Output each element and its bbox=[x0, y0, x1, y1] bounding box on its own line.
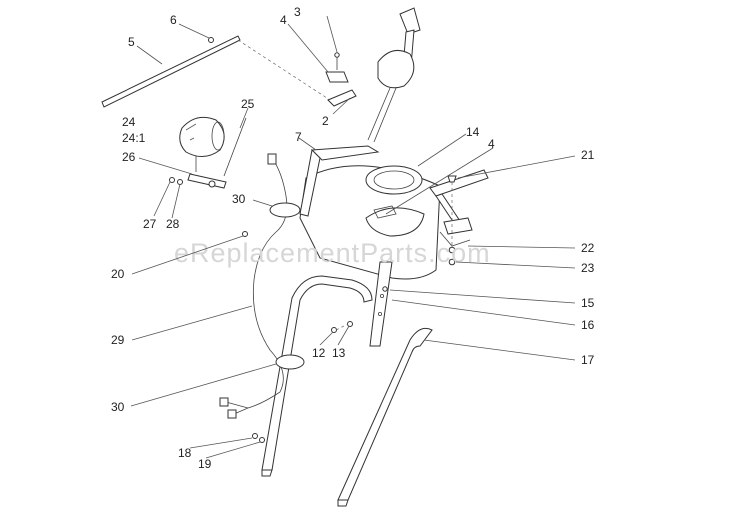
top-bracket-part bbox=[325, 52, 349, 83]
headlight-part bbox=[179, 116, 225, 172]
callout-26: 26 bbox=[122, 150, 136, 164]
callout-30-top: 30 bbox=[232, 192, 246, 206]
callout-13: 13 bbox=[332, 346, 346, 360]
callout-29: 29 bbox=[111, 333, 125, 347]
callout-17: 17 bbox=[581, 353, 595, 367]
bolt-part bbox=[447, 175, 457, 246]
callout-30-bottom: 30 bbox=[111, 400, 125, 414]
callout-3: 3 bbox=[294, 5, 301, 19]
callout-19: 19 bbox=[198, 457, 212, 471]
callout-2: 2 bbox=[322, 114, 329, 128]
control-panel-part bbox=[299, 165, 441, 280]
callout-18: 18 bbox=[178, 446, 192, 460]
callout-23: 23 bbox=[581, 261, 595, 275]
washer-part bbox=[448, 246, 456, 254]
callout-16: 16 bbox=[581, 318, 595, 332]
tube-fastener-part bbox=[382, 286, 388, 292]
callout-5: 5 bbox=[128, 35, 135, 49]
callout-27: 27 bbox=[143, 217, 157, 231]
lower-bolt-part bbox=[331, 327, 337, 333]
callout-15: 15 bbox=[581, 296, 595, 310]
wire-harness-part bbox=[219, 153, 288, 419]
light-bracket-part bbox=[169, 117, 247, 189]
callout-4-right: 4 bbox=[488, 137, 495, 151]
wire-tie-upper-part bbox=[269, 202, 301, 218]
callout-25: 25 bbox=[241, 97, 255, 111]
rod-part bbox=[101, 35, 331, 108]
callout-24: 24 bbox=[122, 115, 136, 129]
leader-lines bbox=[130, 15, 576, 459]
callout-22: 22 bbox=[581, 241, 595, 255]
lower-handle-part bbox=[261, 275, 433, 507]
callout-24-1: 24:1 bbox=[122, 131, 146, 145]
left-upper-handle-part bbox=[299, 145, 380, 217]
callout-labels: 2 3 4 4 5 6 7 12 13 14 15 16 17 18 19 20… bbox=[111, 5, 595, 471]
callout-7: 7 bbox=[295, 130, 302, 144]
callout-6: 6 bbox=[170, 13, 177, 27]
nut-part bbox=[448, 258, 456, 266]
callout-12: 12 bbox=[312, 346, 326, 360]
wire-tie-lower-part bbox=[275, 354, 305, 370]
control-lever-part bbox=[367, 7, 421, 143]
bottom-nut-part bbox=[259, 437, 265, 443]
callout-21: 21 bbox=[581, 148, 595, 162]
lower-nut-part bbox=[347, 321, 353, 327]
bottom-bolt-part bbox=[252, 433, 258, 439]
watermark: eReplacementParts.com bbox=[174, 238, 491, 268]
callout-14: 14 bbox=[466, 125, 480, 139]
callout-20: 20 bbox=[111, 267, 125, 281]
callout-28: 28 bbox=[166, 217, 180, 231]
panel-screw-part bbox=[242, 231, 248, 237]
rod-fastener-part bbox=[208, 37, 214, 43]
parts-drawing bbox=[101, 7, 489, 507]
right-upper-handle-part bbox=[429, 169, 489, 247]
callout-4-top: 4 bbox=[280, 13, 287, 27]
lower-bracket-part bbox=[327, 89, 357, 107]
right-lower-tube-part bbox=[369, 261, 393, 347]
